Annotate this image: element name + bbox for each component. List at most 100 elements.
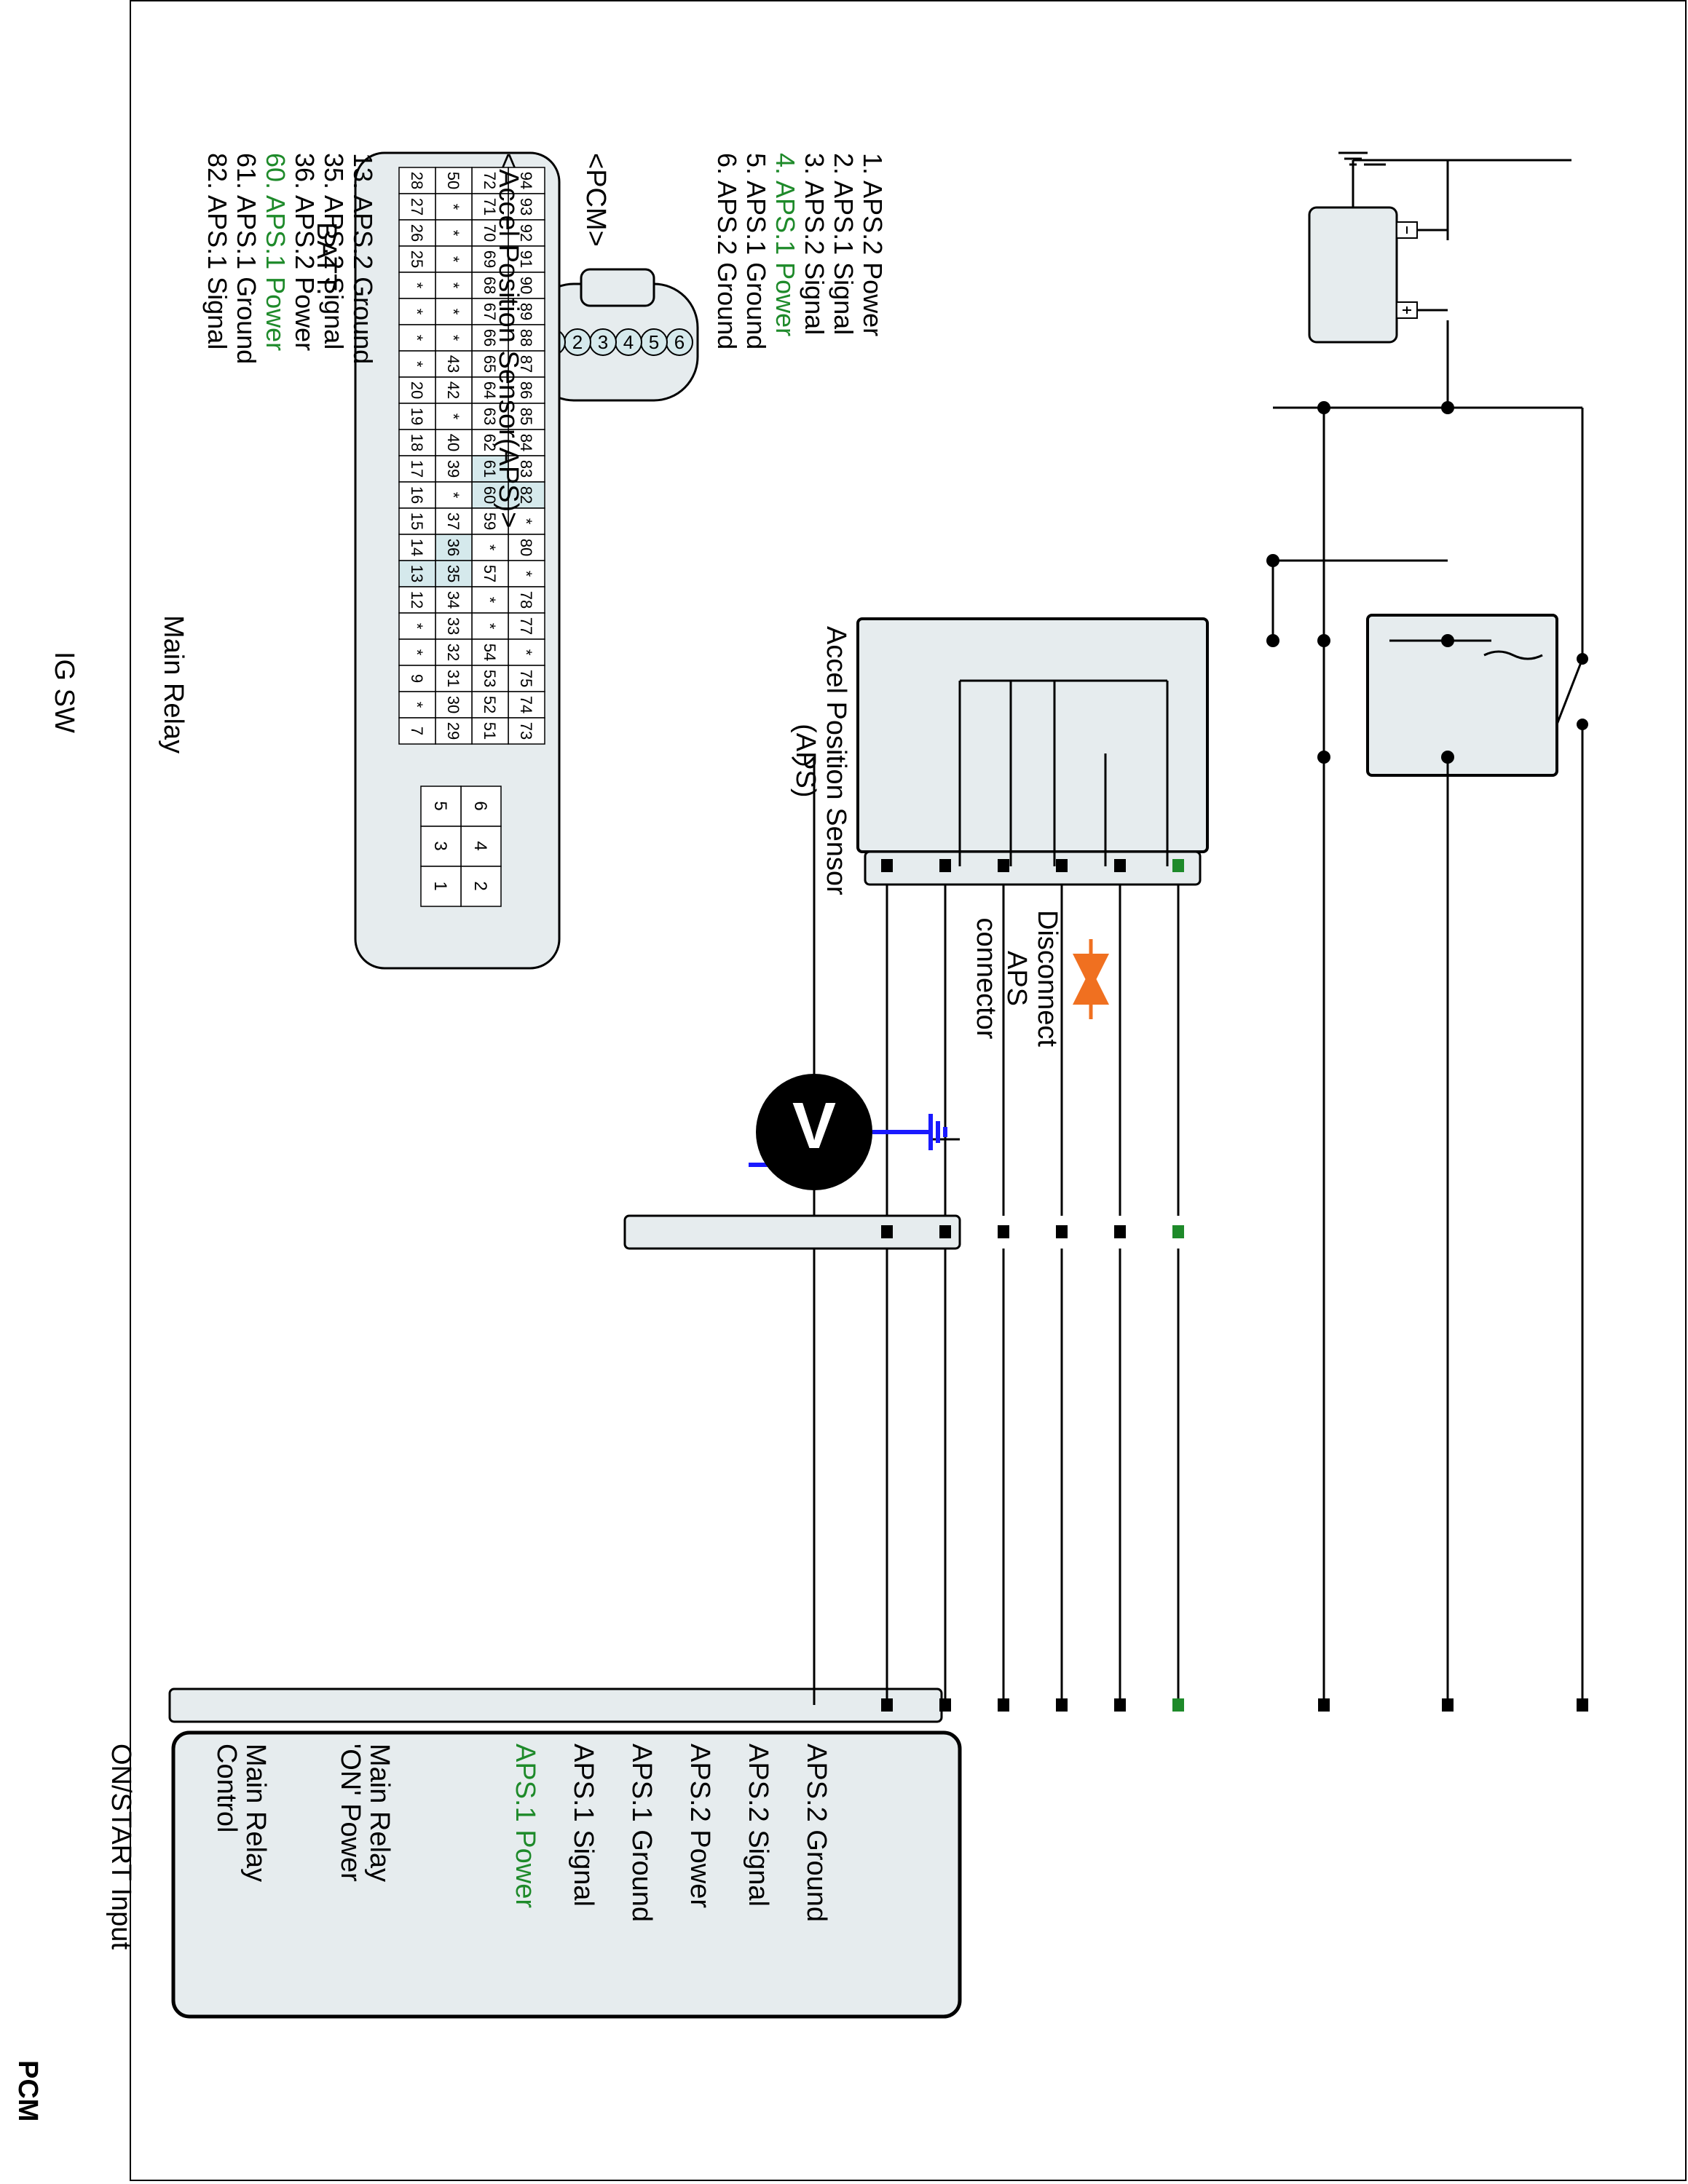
pcm-cell-number: 26 <box>408 224 426 242</box>
pcm-cell-number: * <box>481 545 499 551</box>
pcm-cell-number: 90 <box>517 277 535 294</box>
pcm-cell-number: 60 <box>481 486 499 504</box>
sensor-pin <box>939 859 951 872</box>
sensor-pin <box>1172 859 1184 872</box>
ig-sw-label: IG SW <box>49 652 79 733</box>
aps-pin-number: 2 <box>572 331 583 353</box>
pin-list-item: 60. APS.1 Power <box>261 153 291 352</box>
harness-pin <box>939 1225 951 1238</box>
pcm-cell-number: * <box>408 282 426 289</box>
pcm-cell-number: * <box>444 282 462 289</box>
pcm-cell-number: 87 <box>517 355 535 373</box>
pcm-cell-number: 53 <box>481 670 499 687</box>
sensor-pin <box>1056 859 1068 872</box>
pin-list-item: 3. APS.2 Signal <box>800 153 829 336</box>
battery <box>1308 163 1448 344</box>
pcm-pin <box>1318 1698 1330 1712</box>
sensor-pin <box>1114 859 1126 872</box>
pcm-cell-number: 37 <box>444 513 462 530</box>
pcm-cell-number: * <box>408 361 426 368</box>
pcm-cell-number: 77 <box>517 617 535 635</box>
pcm-cell-number: * <box>444 256 462 263</box>
pcm-cell-number: * <box>517 518 535 525</box>
pcm-cell-number: 13 <box>408 565 426 582</box>
pcm-cell-number: 50 <box>444 172 462 189</box>
pin-list-item: 2. APS.1 Signal <box>829 153 859 336</box>
pcm-cell-number: * <box>408 309 426 315</box>
pcm-pin <box>1056 1698 1068 1712</box>
pcm-cell-number: * <box>444 230 462 237</box>
pcm-cell-number: * <box>517 571 535 577</box>
harness-wires <box>881 859 1588 1712</box>
aps-pin-number: 4 <box>623 331 634 353</box>
pcm-small-cell-number: 2 <box>470 881 490 890</box>
aps-pin-number: 3 <box>598 331 608 353</box>
pin-list-item: 4. APS.1 Power <box>770 153 800 337</box>
pcm-cell-number: 52 <box>481 696 499 713</box>
pcm-cell-number: 88 <box>517 329 535 347</box>
pcm-cell-number: * <box>517 649 535 656</box>
pin-list-item: 6. APS.2 Ground <box>712 153 742 350</box>
pcm-cell-number: 80 <box>517 539 535 556</box>
pcm-pin <box>998 1698 1009 1712</box>
pcm-cell-number: 67 <box>481 303 499 320</box>
pcm-cell-number: 91 <box>517 250 535 268</box>
aps-harness <box>623 1214 961 1250</box>
pcm-cell-number: 83 <box>517 460 535 478</box>
pcm-cell-number: 51 <box>481 722 499 740</box>
voltmeter: V <box>749 1074 960 1190</box>
pcm-pin-label: APS.1 Ground <box>626 1744 657 1923</box>
pcm-cell-number: * <box>444 309 462 315</box>
pcm-cell-number: 66 <box>481 329 499 347</box>
pcm-pin-label: APS.1 Signal <box>568 1744 599 1907</box>
pcm-cell-number: 35 <box>444 565 462 582</box>
pcm-header <box>168 1688 943 1723</box>
ig-switch <box>1555 653 1588 730</box>
pcm-cell-number: 40 <box>444 434 462 451</box>
sensor-pin <box>998 859 1009 872</box>
harness-pin <box>1056 1225 1068 1238</box>
pcm-pin-label: Main Relay Control <box>211 1744 271 1883</box>
pin-list-item: 36. APS.2 Power <box>290 153 320 352</box>
sensor-pin <box>881 859 893 872</box>
pcm-cell-number: 74 <box>517 696 535 713</box>
pcm-cell-number: * <box>444 414 462 420</box>
pcm-cell-number: 68 <box>481 277 499 294</box>
pcm-cell-number: * <box>444 335 462 341</box>
power-wiring <box>1271 159 1584 1705</box>
harness-pin <box>1114 1225 1126 1238</box>
pin-list-item: 35. APS.2 Signal <box>319 153 349 350</box>
main-relay <box>1266 401 1558 777</box>
pcm-cell-number: 33 <box>444 617 462 635</box>
pcm-cell-number: 62 <box>481 434 499 451</box>
pcm-cell-number: 14 <box>408 539 426 556</box>
pcm-cell-number: 43 <box>444 355 462 373</box>
harness-pin <box>998 1225 1009 1238</box>
pcm-connector-face: 94939291908988878685848382*80*7877*75747… <box>354 151 561 970</box>
pcm-cell-number: * <box>408 623 426 630</box>
pcm-cell-number: 42 <box>444 381 462 399</box>
aps-sensor <box>856 617 1209 886</box>
disconnect-label: Disconnect APS connector <box>971 910 1062 1047</box>
pcm-cell-number: 92 <box>517 224 535 242</box>
pcm-cell-number: 72 <box>481 172 499 189</box>
pcm-pin <box>881 1698 893 1712</box>
pcm-cell <box>398 717 436 745</box>
pcm-cell-number: * <box>408 649 426 656</box>
pcm-cell-number: * <box>408 335 426 341</box>
pin-list-item: 61. APS.1 Ground <box>232 153 261 365</box>
pcm-small-cell-number: 5 <box>430 801 450 810</box>
aps-potentiometers <box>958 679 1169 866</box>
pcm-cell-number: 89 <box>517 303 535 320</box>
pcm-cell-number: 34 <box>444 591 462 609</box>
pin-list-item: 82. APS.1 Signal <box>202 153 232 350</box>
pcm-small-cell-number: 1 <box>430 881 450 890</box>
pcm-cell-number: 78 <box>517 591 535 609</box>
voltmeter-label: V <box>792 1090 836 1163</box>
pcm-cell-number: 73 <box>517 722 535 740</box>
aps-pin-number: 6 <box>674 331 685 353</box>
pcm-pin <box>1442 1698 1454 1712</box>
